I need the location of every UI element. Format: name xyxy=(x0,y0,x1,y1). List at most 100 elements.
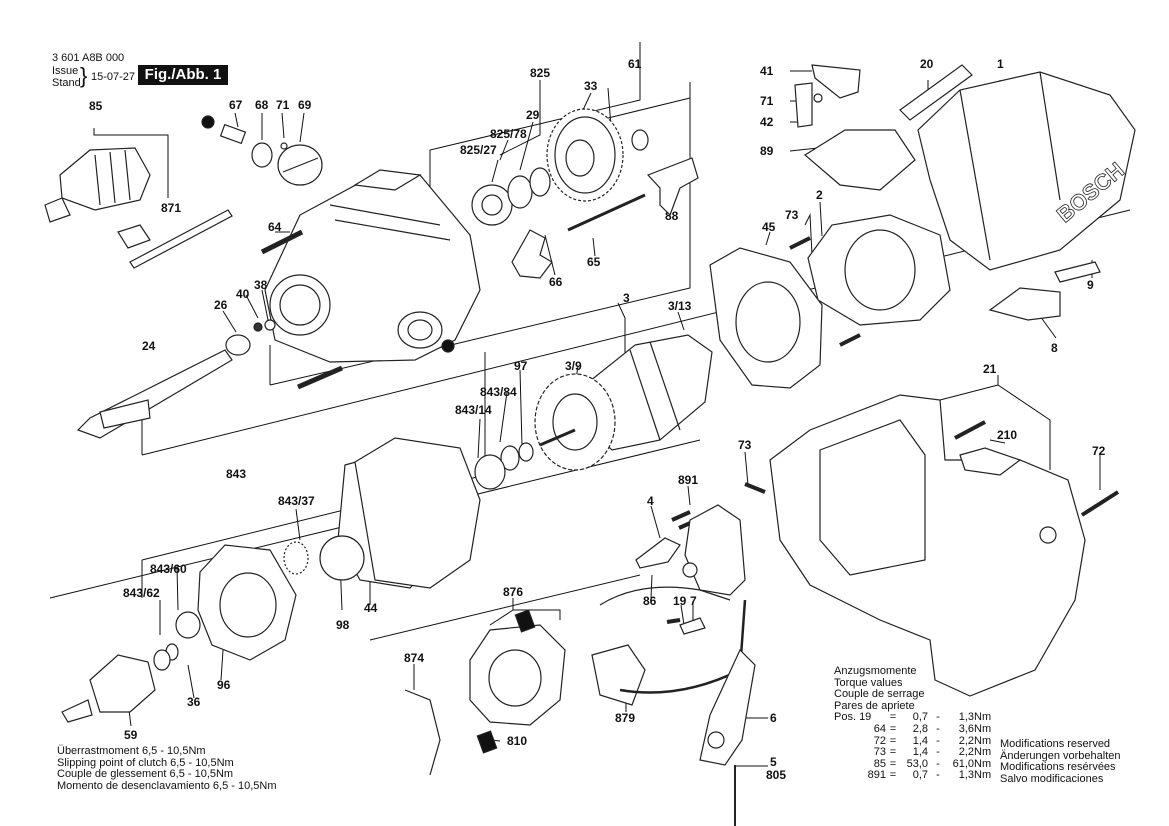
issue-date: 15-07-27 xyxy=(91,71,136,83)
label-210-part xyxy=(959,447,1022,476)
spring-clip-874-part xyxy=(404,689,441,776)
bearing-843-14-part xyxy=(474,454,506,490)
clutch-note-es: Momento de desenclavamiento 6,5 - 10,5Nm xyxy=(57,779,277,792)
callout-3-13: 3/13 xyxy=(668,299,692,313)
callout-33: 33 xyxy=(584,79,598,93)
sheet-8-part xyxy=(988,287,1061,321)
callout-21: 21 xyxy=(983,362,997,376)
callout-876: 876 xyxy=(503,585,523,599)
figure-badge: Fig./Abb. 1 xyxy=(138,65,228,85)
callout-3-9: 3/9 xyxy=(565,359,582,373)
callout-61: 61 xyxy=(628,57,642,71)
clutch-note-en: Slipping point of clutch 6,5 - 10,5Nm xyxy=(57,756,234,769)
callout-874: 874 xyxy=(404,651,424,665)
screw-891-part xyxy=(671,510,691,522)
shift-knob-parts xyxy=(201,115,323,186)
callout-9: 9 xyxy=(1087,278,1094,292)
torque-title-es: Pares de apriete xyxy=(834,699,915,712)
armature-3-part xyxy=(534,334,713,471)
clutch-note-de: Überrastmoment 6,5 - 10,5Nm xyxy=(57,745,206,757)
callout-20: 20 xyxy=(920,57,934,71)
torque-row: 64=2,8-3,6Nm xyxy=(873,722,992,735)
ring-98-part xyxy=(319,535,365,581)
torque-row: 72=1,4-2,2Nm xyxy=(873,734,992,747)
callout-843-60: 843/60 xyxy=(150,562,187,576)
callout-1: 1 xyxy=(997,57,1004,71)
callout-71: 71 xyxy=(276,98,290,112)
torque-row: Pos. 19=0,7-1,3Nm xyxy=(834,711,992,724)
callout-42: 42 xyxy=(760,115,774,129)
callout-891: 891 xyxy=(678,473,698,487)
callout-85: 85 xyxy=(89,99,103,113)
callout-44: 44 xyxy=(364,601,378,615)
callout-843-62: 843/62 xyxy=(123,586,160,600)
callout-72: 72 xyxy=(1092,444,1106,458)
callout-8: 8 xyxy=(1051,341,1058,355)
bracket-right-housing xyxy=(429,82,691,351)
callout-29: 29 xyxy=(526,108,540,122)
guide-line-bottom xyxy=(369,574,641,641)
spring-26-part xyxy=(225,334,251,356)
torque-table: Anzugsmomente Torque values Couple de se… xyxy=(834,665,992,782)
callout-65: 65 xyxy=(587,255,601,269)
issue-label: Issue xyxy=(52,65,79,77)
washer-61-part xyxy=(631,129,649,151)
callout-73a: 73 xyxy=(785,208,799,222)
ball-40-part xyxy=(253,322,263,332)
ring-843-62-part xyxy=(153,649,171,671)
cover-89-part xyxy=(803,129,916,191)
callout-843-14: 843/14 xyxy=(455,403,492,417)
callout-19: 19 xyxy=(673,594,687,608)
callout-4: 4 xyxy=(647,494,654,508)
circlip-843-84-part xyxy=(500,445,520,471)
callout-45: 45 xyxy=(762,220,776,234)
callout-210: 210 xyxy=(997,428,1017,442)
callout-69: 69 xyxy=(298,98,312,112)
callout-36: 36 xyxy=(187,695,201,709)
callout-5: 5 xyxy=(770,755,777,769)
stator-2-part xyxy=(807,214,951,326)
torque-title-fr: Couple de serrage xyxy=(834,688,925,701)
label-20-part xyxy=(899,64,973,121)
callout-810: 810 xyxy=(507,734,527,748)
modifications-notes: Modifications reserved Änderungen vorbeh… xyxy=(1000,738,1121,785)
shift-fork-66-part xyxy=(511,229,553,279)
callout-66: 66 xyxy=(549,275,563,289)
callout-825-27: 825/27 xyxy=(460,143,497,157)
callout-40: 40 xyxy=(236,287,250,301)
callout-7: 7 xyxy=(690,594,697,608)
cable-sleeve-6-part xyxy=(699,648,756,826)
callout-64: 64 xyxy=(268,220,282,234)
callout-96: 96 xyxy=(217,678,231,692)
stand-label: Stand xyxy=(52,77,81,89)
modifications-en: Modifications reserved xyxy=(1000,738,1111,750)
modifications-es: Salvo modificaciones xyxy=(1000,772,1104,785)
callout-843-37: 843/37 xyxy=(278,494,315,508)
part-number: 3 601 A8B 000 xyxy=(52,52,125,64)
chuck-key-part xyxy=(117,209,233,269)
clutch-note-fr: Couple de glessement 6,5 - 10,5Nm xyxy=(57,768,234,780)
screw-73a-part xyxy=(789,236,811,250)
callout-879: 879 xyxy=(615,711,635,725)
screw-73b-part xyxy=(744,482,766,494)
gear-housing-part xyxy=(264,169,481,363)
drill-chuck-part xyxy=(44,147,151,223)
callout-843: 843 xyxy=(226,467,246,481)
clutch-59-part xyxy=(61,654,156,723)
shift-fork-88-part xyxy=(646,157,699,217)
ring-38-part xyxy=(264,319,276,331)
callout-2: 2 xyxy=(816,188,823,202)
torque-title-de: Anzugsmomente xyxy=(834,665,917,677)
handle-housing-21-part xyxy=(769,394,1086,697)
callout-59: 59 xyxy=(124,728,138,742)
modifications-fr: Modifications resérvées xyxy=(1000,761,1116,773)
brush-holder-876-part xyxy=(469,609,566,754)
clutch-notes: Überrastmoment 6,5 - 10,5Nm Slipping poi… xyxy=(57,745,277,792)
ring-29-part xyxy=(529,167,551,197)
callout-89: 89 xyxy=(760,144,774,158)
callout-41: 41 xyxy=(760,64,774,78)
gear-843-37-part xyxy=(283,541,309,575)
callout-6: 6 xyxy=(770,711,777,725)
modifications-de: Änderungen vorbehalten xyxy=(1000,749,1121,762)
